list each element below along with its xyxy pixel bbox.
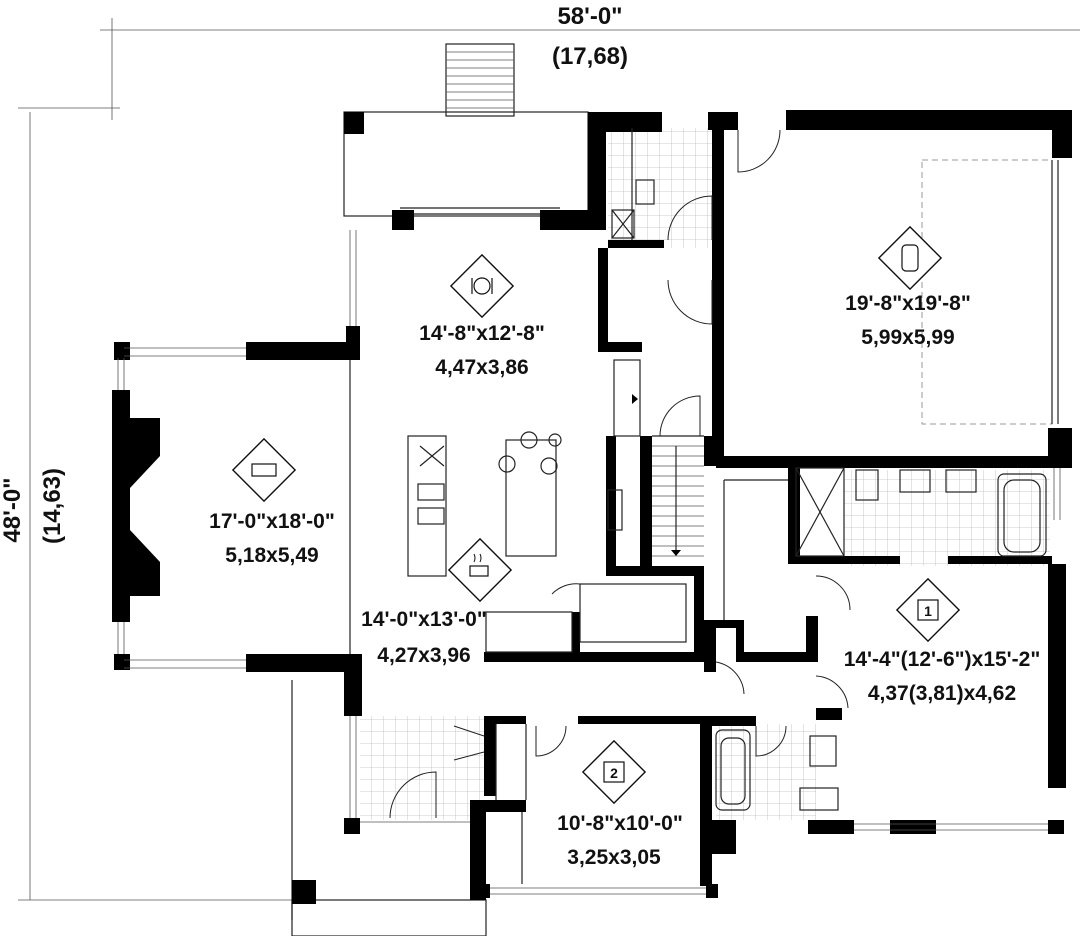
bath-fixtures bbox=[611, 179, 1047, 811]
overall-depth-imperial: 48'-0" bbox=[0, 477, 26, 542]
stairs bbox=[652, 445, 704, 557]
sofa-icon bbox=[231, 437, 297, 503]
bedroom1-dims-imperial: 14'-4"(12'-6")x15'-2" bbox=[844, 648, 1041, 671]
room-labels: 14'-8"x12'-8" 4,47x3,86 19'-8"x19'-8" 5,… bbox=[209, 292, 1040, 869]
bedroom2-number: 2 bbox=[610, 765, 618, 781]
bed-1-icon: 1 bbox=[895, 577, 961, 643]
dining-icon bbox=[449, 253, 515, 319]
bedroom2-dims-imperial: 10'-8"x10'-0" bbox=[557, 812, 683, 835]
partitions bbox=[349, 128, 788, 884]
kitchen-dims-metric: 4,27x3,96 bbox=[377, 644, 470, 667]
coffee-cup-icon bbox=[447, 537, 513, 603]
bedroom2-dims-metric: 3,25x3,05 bbox=[567, 846, 661, 869]
bedroom1-number: 1 bbox=[924, 603, 932, 619]
kitchen-fixtures bbox=[407, 431, 623, 577]
windows bbox=[117, 230, 1061, 895]
overall-width-metric: (17,68) bbox=[552, 43, 628, 70]
living-dims-imperial: 17'-0"x18'-0" bbox=[209, 510, 335, 533]
dining-dims-imperial: 14'-8"x12'-8" bbox=[419, 322, 545, 345]
walls bbox=[112, 110, 1072, 904]
dining-dims-metric: 4,47x3,86 bbox=[435, 356, 528, 379]
door-swings bbox=[389, 129, 851, 819]
car-icon bbox=[877, 225, 943, 291]
garage-dims-imperial: 19'-8"x19'-8" bbox=[845, 292, 971, 315]
bedroom1-dims-metric: 4,37(3,81)x4,62 bbox=[868, 682, 1016, 705]
dimension-lines bbox=[18, 18, 1080, 901]
garage-dims-metric: 5,99x5,99 bbox=[861, 326, 954, 349]
kitchen-dims-imperial: 14'-0"x13'-0" bbox=[361, 608, 487, 631]
living-dims-metric: 5,18x5,49 bbox=[225, 544, 318, 567]
overall-depth-metric: (14,63) bbox=[39, 468, 66, 544]
bed-2-icon: 2 bbox=[581, 739, 647, 805]
overall-width-imperial: 58'-0" bbox=[557, 3, 622, 30]
